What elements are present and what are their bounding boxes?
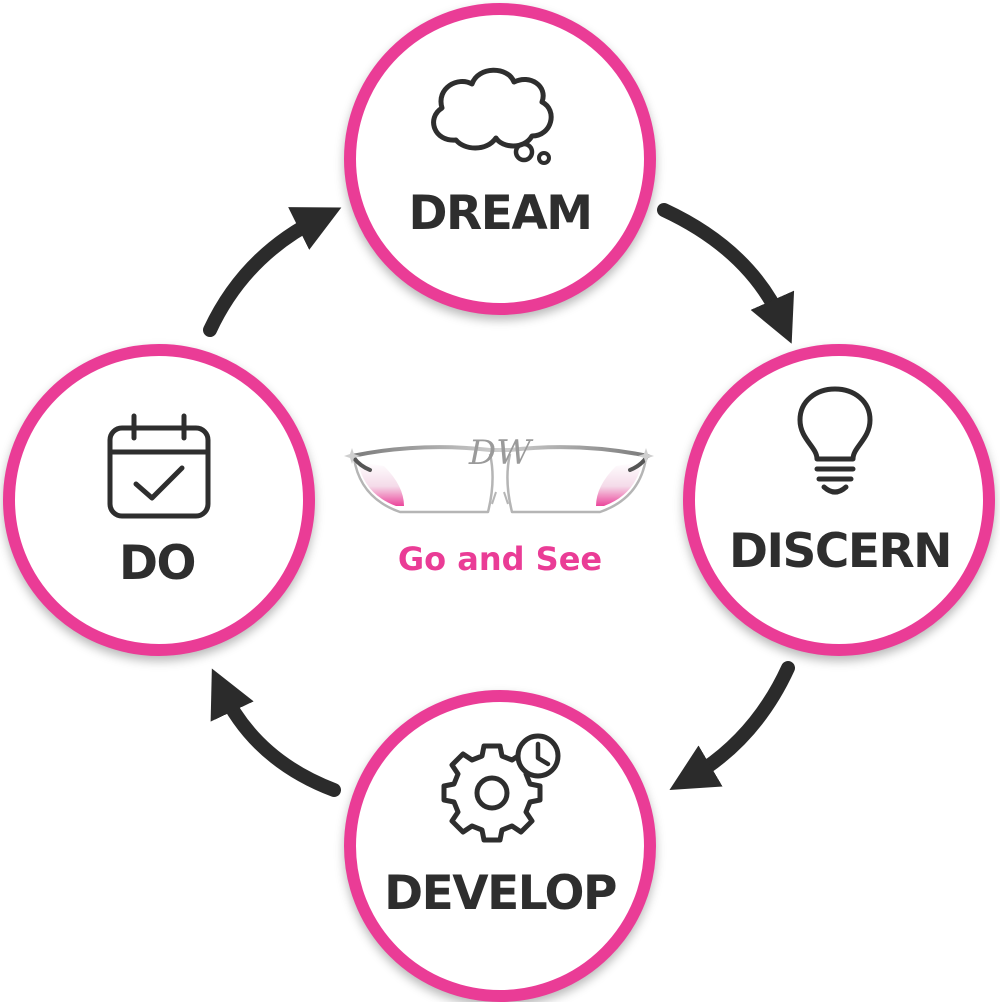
thought-cloud-icon bbox=[431, 67, 554, 165]
discern-label: DISCERN bbox=[729, 524, 952, 579]
dream-label: DREAM bbox=[408, 186, 593, 241]
gear-clock-icon bbox=[441, 733, 561, 843]
center-tagline: Go and See bbox=[397, 540, 603, 578]
logo-monogram: DW bbox=[468, 433, 534, 473]
develop-label: DEVELOP bbox=[384, 866, 617, 921]
arrow-dream-to-discern bbox=[657, 203, 795, 344]
glasses-logo: DW bbox=[344, 433, 654, 514]
arrow-do-to-dream bbox=[203, 207, 342, 337]
calendar-check-icon bbox=[107, 413, 211, 519]
lightbulb-icon bbox=[797, 386, 873, 495]
do-label: DO bbox=[119, 536, 196, 591]
arrow-develop-to-do bbox=[210, 668, 341, 797]
arrow-discern-to-develop bbox=[669, 661, 795, 791]
